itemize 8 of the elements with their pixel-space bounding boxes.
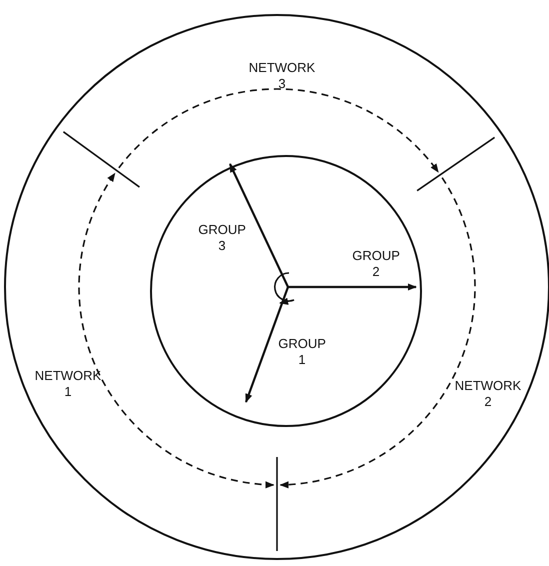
network-label: NETWORK 3 — [248, 60, 316, 92]
group-label: GROUP 3 — [198, 222, 246, 254]
network-label: NETWORK 2 — [454, 378, 522, 410]
group-label: GROUP 1 — [278, 336, 326, 368]
outer-circle — [4, 14, 549, 560]
network-label: NETWORK 1 — [34, 368, 102, 400]
group-label: GROUP 2 — [352, 248, 400, 280]
inner-circle — [150, 155, 422, 427]
